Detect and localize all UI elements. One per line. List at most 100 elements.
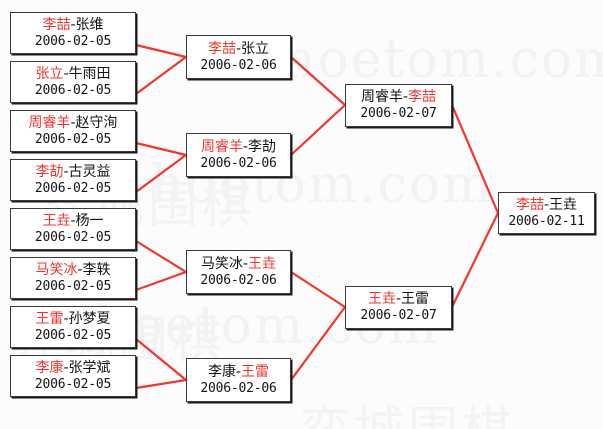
player-winner: 马笑冰 [35, 261, 78, 278]
match-date: 2006-02-06 [200, 380, 277, 396]
match-players: 李康-王雷 [208, 364, 269, 381]
match-box[interactable]: 李喆-张维 2006-02-05 [10, 12, 136, 54]
player-loser: 马笑冰 [200, 255, 243, 272]
match-players: 李康-张学斌 [35, 360, 110, 377]
player-loser: 李康 [207, 363, 236, 380]
connector-m4-m10 [134, 153, 188, 194]
player-loser: 古灵益 [68, 163, 111, 180]
player-loser: 张学斌 [68, 359, 111, 376]
match-date: 2006-02-05 [34, 131, 112, 147]
connector-m14-m15 [450, 211, 500, 309]
match-date: 2006-02-11 [508, 213, 585, 229]
player-loser: 牛雨田 [68, 65, 111, 82]
match-box[interactable]: 周睿羊-赵守洵 2006-02-05 [10, 110, 136, 152]
connector-m9-m13 [289, 55, 347, 107]
match-date: 2006-02-06 [200, 155, 277, 171]
player-loser: 王雷 [401, 291, 430, 307]
player-loser: 周睿羊 [360, 89, 403, 105]
separator: - [63, 359, 69, 376]
match-date: 2006-02-05 [34, 376, 112, 392]
player-winner: 李劼 [35, 163, 64, 180]
match-players: 李劼-古灵益 [35, 164, 110, 181]
connector-m8-m12 [134, 378, 188, 390]
player-winner: 王雷 [35, 310, 64, 327]
match-box[interactable]: 王垚-杨一 2006-02-05 [10, 208, 136, 250]
match-date: 2006-02-06 [200, 272, 277, 288]
match-players: 马笑冰-王垚 [201, 256, 276, 273]
match-date: 2006-02-06 [200, 57, 277, 73]
player-winner: 李喆 [408, 89, 437, 105]
match-players: 王雷-孙梦夏 [35, 311, 110, 328]
player-loser: 李轶 [82, 261, 111, 278]
connector-m10-m13 [289, 103, 347, 157]
player-winner: 李喆 [207, 40, 236, 57]
match-box[interactable]: 李康-王雷 2006-02-06 [186, 358, 291, 402]
separator: - [70, 16, 76, 33]
separator: - [63, 163, 69, 180]
match-box[interactable]: 马笑冰-王垚 2006-02-06 [186, 250, 291, 294]
match-date: 2006-02-05 [34, 278, 112, 294]
player-winner: 李喆 [42, 16, 71, 33]
separator: - [77, 261, 83, 278]
player-winner: 张立 [35, 65, 64, 82]
match-date: 2006-02-05 [34, 327, 112, 343]
match-date: 2006-02-05 [34, 180, 112, 196]
match-box[interactable]: 周睿羊-李喆 2006-02-07 [345, 84, 452, 127]
connector-m13-m15 [450, 103, 500, 215]
match-box[interactable]: 李喆-张立 2006-02-06 [186, 35, 291, 79]
match-date: 2006-02-05 [34, 33, 112, 49]
connector-m6-m11 [134, 270, 188, 292]
connector-m7-m12 [134, 337, 188, 382]
player-winner: 周睿羊 [28, 114, 71, 131]
match-box[interactable]: 王垚-王雷 2006-02-07 [345, 286, 452, 329]
match-players: 李喆-张维 [42, 17, 103, 34]
connector-m3-m10 [134, 141, 188, 157]
watermark-text-cn: 弈城围棋 [300, 390, 516, 429]
watermark-text: hoetom.com [282, 30, 603, 90]
separator: - [242, 255, 249, 272]
match-players: 王垚-杨一 [42, 213, 103, 230]
player-loser: 杨一 [75, 212, 104, 229]
separator: - [63, 65, 69, 82]
match-box[interactable]: 张立-牛雨田 2006-02-05 [10, 61, 136, 103]
separator: - [402, 89, 409, 105]
match-players: 马笑冰-李轶 [35, 262, 110, 279]
player-winner: 王垚 [42, 212, 71, 229]
match-box[interactable]: 周睿羊-李劼 2006-02-06 [186, 133, 291, 177]
match-box[interactable]: 李劼-古灵益 2006-02-05 [10, 159, 136, 201]
connector-m11-m14 [289, 270, 347, 309]
player-loser: 王垚 [549, 196, 578, 213]
connector-m5-m11 [134, 239, 188, 274]
player-winner: 王雷 [241, 363, 270, 380]
separator: - [63, 310, 69, 327]
match-players: 李喆-张立 [208, 41, 269, 58]
player-winner: 王垚 [367, 291, 396, 307]
player-winner: 李喆 [515, 196, 544, 213]
match-players: 周睿羊-李喆 [361, 89, 436, 106]
player-loser: 李劼 [248, 138, 277, 155]
match-players: 王垚-王雷 [368, 291, 429, 308]
player-loser: 张立 [241, 40, 270, 57]
connector-m1-m9 [134, 43, 188, 59]
separator: - [395, 291, 402, 307]
match-date: 2006-02-05 [34, 82, 112, 98]
match-box-final[interactable]: 李喆-王垚 2006-02-11 [498, 192, 595, 234]
match-players: 李喆-王垚 [516, 197, 577, 214]
separator: - [70, 212, 76, 229]
player-winner: 王垚 [248, 255, 277, 272]
separator: - [235, 363, 242, 380]
separator: - [242, 138, 249, 155]
match-box[interactable]: 王雷-孙梦夏 2006-02-05 [10, 306, 136, 348]
match-players: 周睿羊-赵守洵 [28, 115, 117, 132]
match-box[interactable]: 李康-张学斌 2006-02-05 [10, 355, 136, 397]
separator: - [543, 196, 550, 213]
match-box[interactable]: 马笑冰-李轶 2006-02-05 [10, 257, 136, 299]
player-loser: 孙梦夏 [68, 310, 111, 327]
connector-m12-m14 [289, 305, 347, 382]
match-players: 周睿羊-李劼 [201, 139, 276, 156]
match-date: 2006-02-07 [360, 106, 437, 121]
connector-m2-m9 [134, 55, 188, 96]
player-winner: 李康 [35, 359, 64, 376]
separator: - [70, 114, 76, 131]
